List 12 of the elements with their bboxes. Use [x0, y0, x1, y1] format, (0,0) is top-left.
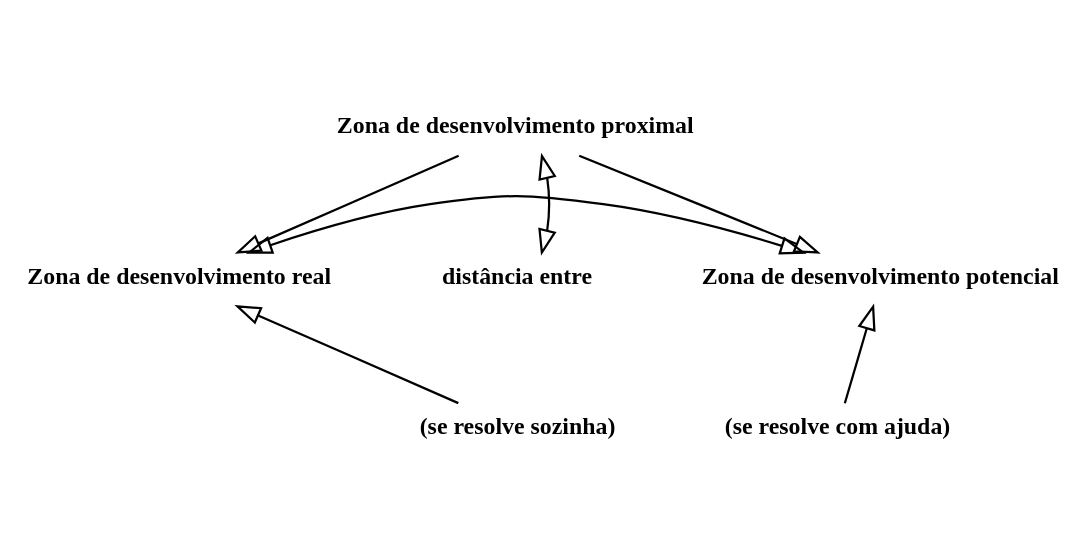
node-text: (se resolve sozinha)	[419, 412, 616, 439]
node-text: distância entre	[442, 262, 593, 289]
arrow	[538, 152, 557, 256]
node-text: Zona de desenvolvimento proximal	[336, 111, 694, 138]
node-text: (se resolve com ajuda)	[724, 412, 951, 439]
node-text: Zona de desenvolvimento real	[27, 262, 332, 289]
arrow	[245, 194, 807, 255]
arrow	[843, 302, 876, 404]
arrow	[578, 154, 821, 254]
arrow	[234, 154, 460, 254]
arrow	[234, 304, 459, 404]
node-text: Zona de desenvolvimento potencial	[701, 262, 1059, 289]
